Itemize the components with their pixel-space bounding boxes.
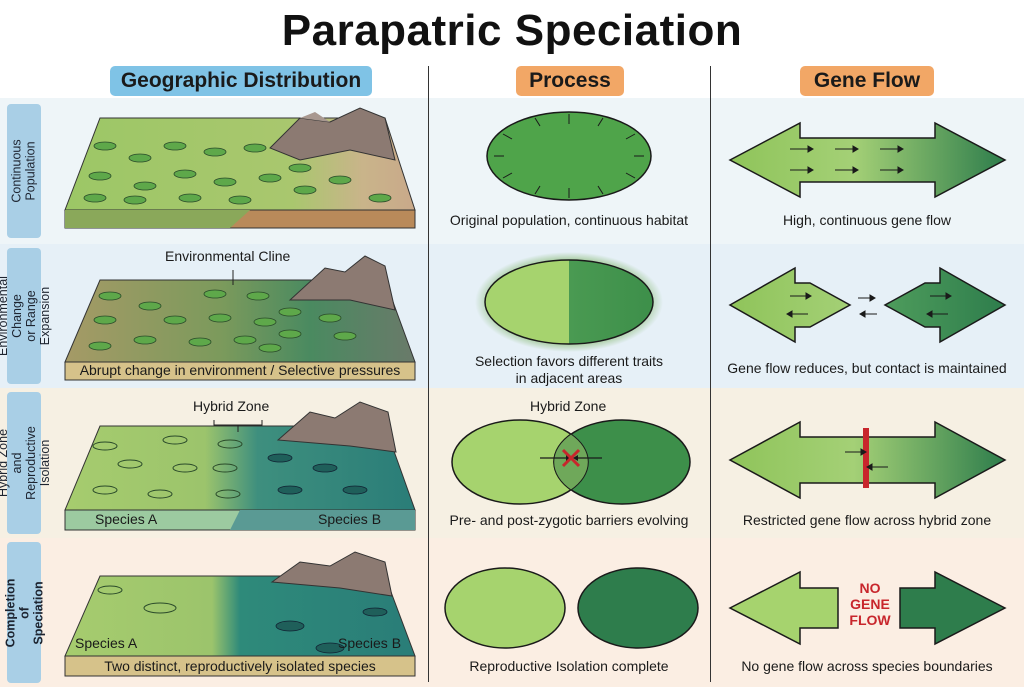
page-title: Parapatric Speciation bbox=[281, 6, 743, 55]
hybrid-zone-process-label: Hybrid Zone bbox=[530, 398, 607, 414]
process-ellipse-2 bbox=[475, 252, 663, 352]
divider-2 bbox=[710, 66, 711, 682]
environmental-cline-label: Environmental Cline bbox=[165, 248, 291, 264]
process-ellipses-4 bbox=[444, 567, 699, 649]
process-caption-1: Original population, continuous habitat bbox=[449, 212, 689, 228]
lizards-row-4 bbox=[97, 585, 388, 654]
species-a-label-3: Species A bbox=[95, 511, 158, 527]
barrier-x-icon bbox=[561, 448, 581, 468]
terrain-block-4 bbox=[64, 551, 416, 677]
gene-caption-3: Restricted gene flow across hybrid zone bbox=[742, 512, 992, 528]
row-label-2: Environmental Change or Range Expansion bbox=[0, 248, 52, 384]
process-caption-3: Pre- and post-zygotic barriers evolving bbox=[449, 512, 689, 528]
lizards-row-2 bbox=[88, 289, 357, 353]
gene-flow-arrow-2 bbox=[728, 266, 1007, 344]
species-a-label-4: Species A bbox=[75, 635, 138, 651]
geo-caption-2: Abrupt change in environment / Selective… bbox=[79, 362, 401, 378]
gene-flow-arrow-3 bbox=[728, 420, 1007, 500]
geo-caption-4: Two distinct, reproductively isolated sp… bbox=[104, 658, 376, 674]
hybrid-zone-geo-label: Hybrid Zone bbox=[193, 398, 270, 414]
barrier-bar bbox=[863, 428, 869, 488]
process-ellipse-1 bbox=[486, 111, 652, 201]
column-header-gene-flow: Gene Flow bbox=[800, 66, 934, 96]
divider-1 bbox=[428, 66, 429, 682]
lizards-row-3 bbox=[92, 435, 243, 499]
column-header-process: Process bbox=[516, 66, 624, 96]
process-caption-4: Reproductive Isolation complete bbox=[469, 658, 669, 674]
gene-caption-4: No gene flow across species boundaries bbox=[741, 658, 993, 674]
gene-flow-arrow-1 bbox=[728, 121, 1007, 199]
lizards-row-3-dark bbox=[267, 453, 368, 495]
process-ellipses-3 bbox=[451, 419, 691, 505]
species-b-label-4: Species B bbox=[338, 635, 402, 651]
gene-caption-2: Gene flow reduces, but contact is mainta… bbox=[727, 360, 1007, 376]
no-gene-flow-label: NO GENE FLOW bbox=[849, 580, 891, 628]
species-b-label-3: Species B bbox=[318, 511, 382, 527]
gene-caption-1: High, continuous gene flow bbox=[782, 212, 952, 228]
lizards-row-1 bbox=[83, 141, 392, 205]
row-label-3: Hybrid Zone and Reproductive Isolation bbox=[0, 392, 52, 534]
row-label-4: Completion of Speciation bbox=[3, 542, 45, 683]
terrain-block-1 bbox=[64, 107, 416, 229]
column-header-geographic: Geographic Distribution bbox=[110, 66, 372, 96]
gene-flow-arrow-4 bbox=[728, 570, 1007, 646]
row-label-1: Continuous Population bbox=[7, 104, 41, 238]
process-caption-2: Selection favors different traits in adj… bbox=[474, 353, 664, 386]
terrain-block-3 bbox=[64, 401, 416, 531]
